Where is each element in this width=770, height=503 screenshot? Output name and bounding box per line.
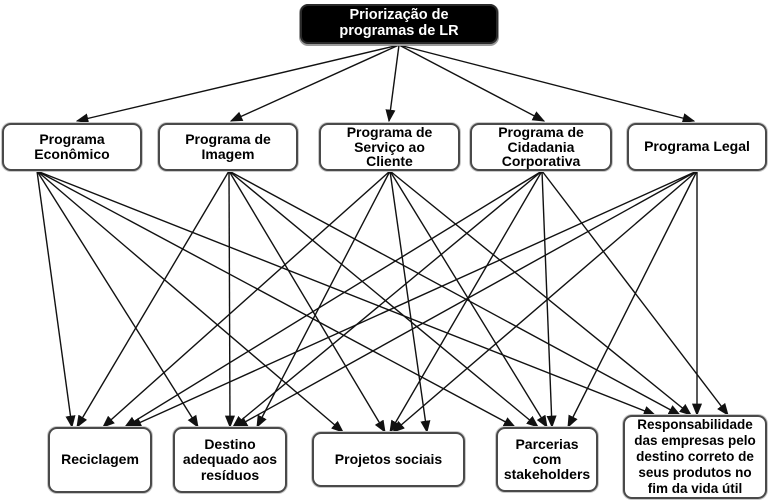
edge-programa-legal-to-parcerias-stakeholders	[567, 170, 698, 429]
edge-programa-servico-cliente-to-destino-residuos	[256, 170, 391, 429]
edge-programa-imagem-to-reciclagem	[76, 170, 230, 429]
node-programa-legal: Programa Legal	[627, 123, 767, 171]
node-destino-adequado-residuos: Destino adequado aos resíduos	[173, 427, 287, 493]
edge-programa-imagem-to-projetos-sociais	[228, 170, 386, 434]
node-programa-cidadania-corporativa: Programa de Cidadania Corporativa	[470, 123, 612, 171]
edge-priorizacao-to-programa-economico	[75, 44, 400, 124]
node-priorizacao-programas-lr: Priorização de programas de LR	[300, 4, 498, 44]
edge-programa-imagem-to-destino-residuos	[224, 170, 235, 429]
edge-programa-cidadania-to-projetos-sociais	[389, 170, 543, 434]
node-responsabilidade-empresas: Responsabilidade das empresas pelo desti…	[623, 415, 767, 499]
edge-programa-legal-to-destino-residuos	[234, 170, 698, 428]
node-projetos-sociais: Projetos sociais	[312, 432, 465, 487]
edge-programa-legal-to-projetos-sociais	[392, 170, 698, 433]
edge-programa-servico-cliente-to-reciclagem	[102, 170, 391, 428]
edge-priorizacao-to-programa-servico-cliente	[385, 44, 400, 123]
edge-programa-servico-cliente-to-parcerias-stakeholders	[389, 170, 548, 429]
edge-programa-economico-to-responsabilidade-empresas	[36, 170, 657, 416]
node-reciclagem: Reciclagem	[48, 427, 152, 493]
edge-programa-servico-cliente-to-responsabilidade-empresas	[389, 170, 692, 416]
edge-priorizacao-to-programa-imagem	[229, 44, 400, 122]
edge-programa-imagem-to-responsabilidade-empresas	[228, 170, 682, 416]
node-programa-imagem: Programa de Imagem	[158, 123, 298, 171]
edge-programa-economico-to-destino-residuos	[36, 170, 199, 429]
node-programa-economico: Programa Econômico	[2, 123, 142, 171]
edge-programa-cidadania-to-reciclagem	[123, 170, 543, 428]
edge-priorizacao-to-programa-legal	[398, 44, 696, 124]
node-programa-servico-cliente: Programa de Serviço ao Cliente	[319, 123, 460, 171]
edge-programa-economico-to-parcerias-stakeholders	[36, 170, 517, 428]
edge-programa-legal-to-reciclagem	[128, 170, 698, 428]
edge-programa-economico-to-reciclagem	[36, 170, 76, 429]
edge-programa-cidadania-to-destino-residuos	[232, 170, 543, 428]
node-parcerias-stakeholders: Parcerias com stakeholders	[496, 427, 598, 492]
edge-programa-economico-to-projetos-sociais	[36, 170, 344, 433]
edge-programa-imagem-to-parcerias-stakeholders	[228, 170, 539, 428]
edge-priorizacao-to-programa-cidadania	[398, 44, 546, 122]
